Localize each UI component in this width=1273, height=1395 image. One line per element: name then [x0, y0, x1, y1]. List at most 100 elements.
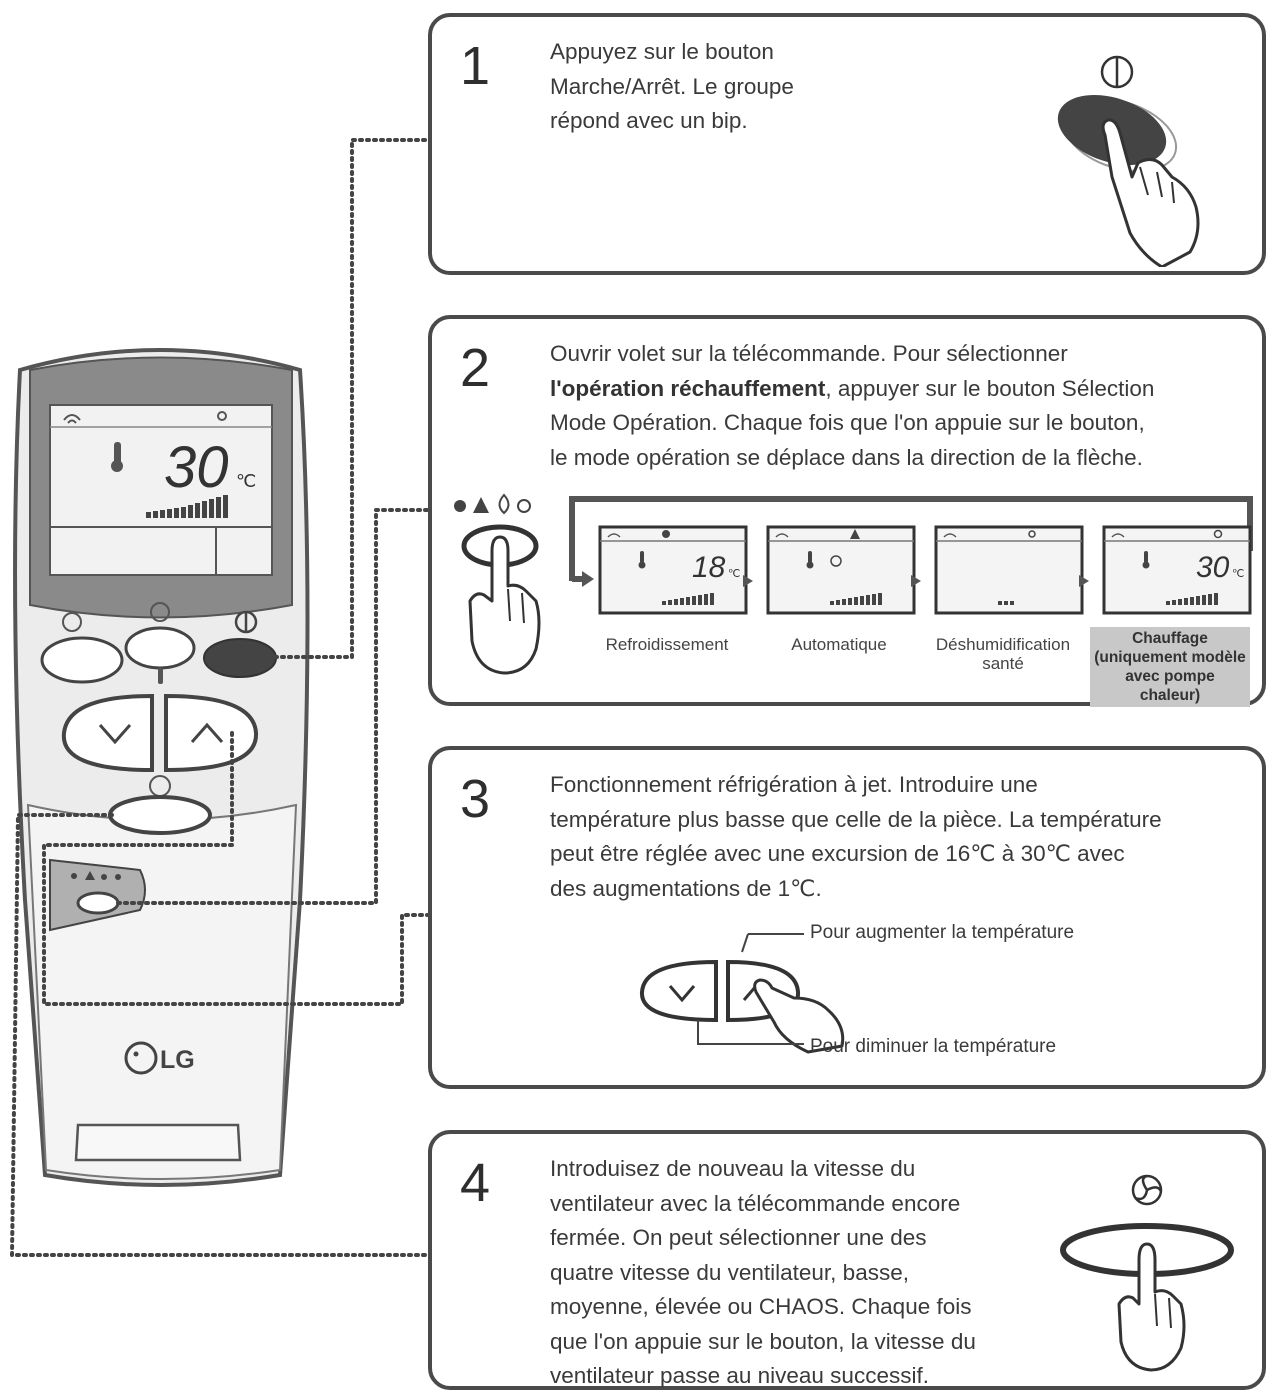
- step-text-line: fermée. On peut sélectionner une des: [550, 1225, 927, 1250]
- step-text-line: peut être réglée avec une excursion de 1…: [550, 841, 1125, 866]
- signal-icon: [607, 533, 621, 538]
- fan-level-bar: [848, 598, 852, 605]
- jet-icon: [150, 602, 170, 622]
- callout-decrease: Pour diminuer la température: [810, 1036, 1057, 1057]
- mode-lcd-temperature: 30: [1196, 551, 1230, 584]
- fan-level-bar: [1004, 601, 1008, 605]
- callout-increase: Pour augmenter la température: [810, 922, 1075, 943]
- thermometer-icon: [808, 551, 812, 563]
- step-text-rest: , appuyer sur le bouton Sélection: [825, 375, 1155, 401]
- mode-icons: [454, 493, 531, 515]
- fan-level-bar: [1190, 597, 1194, 605]
- mode-label-line: santé: [982, 654, 1024, 673]
- fan-level-bar: [860, 596, 864, 605]
- mode-lcd-unit: ℃: [728, 568, 740, 580]
- fan-level-bar: [1208, 594, 1212, 605]
- fan-level-bar: [1010, 601, 1014, 605]
- fan-level-bar: [1202, 595, 1206, 605]
- swing-button[interactable]: [40, 636, 124, 684]
- step-text-line: Appuyez sur le bouton: [550, 39, 774, 64]
- hand-icon: [753, 978, 845, 1054]
- bold-phrase: l'opération réchauffement: [550, 375, 826, 401]
- fan-level-bar: [842, 599, 846, 605]
- fan-level-bar: [674, 599, 678, 605]
- mode-label-line: Automatique: [791, 635, 887, 654]
- hand-icon: [1101, 118, 1200, 267]
- step-instructions: Ouvrir volet sur la télécommande. Pour s…: [550, 337, 1154, 475]
- step-instructions: Introduisez de nouveau la vitesse du ven…: [550, 1152, 976, 1394]
- mode-label-auto: Automatique: [764, 635, 914, 654]
- thermometer-icon: [640, 551, 644, 563]
- mode-lcd-frame: [934, 525, 1084, 615]
- fan-level-bar: [692, 596, 696, 605]
- fan-level-bar: [866, 595, 870, 605]
- step-text-line: moyenne, élevée ou CHAOS. Chaque fois: [550, 1294, 972, 1319]
- snowflake-icon: [662, 530, 670, 538]
- fan-icon: [1131, 1174, 1163, 1206]
- fan-level-bar: [686, 597, 690, 605]
- step-text-line: que l'on appuie sur le bouton, la vitess…: [550, 1328, 976, 1354]
- temp-down-button: [640, 959, 718, 1023]
- step-number: 4: [460, 1153, 491, 1213]
- hand-icon: [468, 535, 541, 675]
- remote-control: 30 ℃: [13, 348, 310, 1187]
- thermometer-bulb: [638, 561, 646, 569]
- step-text-line: Introduisez de nouveau la vitesse du: [550, 1156, 916, 1181]
- step-text-line: le mode opération se déplace dans la dir…: [550, 444, 1143, 470]
- thermometer-icon: [1144, 551, 1148, 563]
- mode-lcd-unit: ℃: [1232, 568, 1244, 580]
- step-text-line: Fonctionnement réfrigération à jet. Intr…: [550, 772, 1038, 797]
- fan-level-bar: [668, 600, 672, 605]
- step-text-line: ventilateur avec la télécommande encore: [550, 1190, 961, 1216]
- step-instructions: Fonctionnement réfrigération à jet. Intr…: [550, 768, 1162, 906]
- fan-level-bar: [1172, 600, 1176, 605]
- step-number: 1: [460, 36, 491, 96]
- step-text-line: Ouvrir volet sur la télécommande. Pour s…: [550, 341, 1068, 366]
- step-text-line: température plus basse que celle de la p…: [550, 806, 1162, 832]
- mode-label-line: avec pompe chaleur): [1125, 668, 1215, 704]
- step-number: 2: [460, 338, 491, 398]
- swing-icon: [62, 612, 82, 632]
- mode-lcd-temperature: 18: [692, 551, 726, 584]
- mode-lcd-2: [766, 525, 916, 615]
- fan-level-bar: [704, 594, 708, 605]
- remote-lcd-temperature: 30: [164, 435, 229, 500]
- step-number: 3: [460, 769, 491, 829]
- fan-level-bar: [998, 601, 1002, 605]
- step-3-panel: 3 Fonctionnement réfrigération à jet. In…: [428, 746, 1266, 1089]
- mode-label-line: (uniquement modèle: [1094, 649, 1246, 666]
- remote-lcd-unit: ℃: [236, 471, 256, 491]
- step-instructions: Appuyez sur le bouton Marche/Arrêt. Le g…: [550, 35, 794, 139]
- lg-logo-icon: [124, 1041, 158, 1075]
- fan-button-press-illustration: [1060, 1174, 1234, 1372]
- step-1-panel: 1 Appuyez sur le bouton Marche/Arrêt. Le…: [428, 13, 1266, 275]
- mode-label-line: Refroidissement: [605, 635, 729, 654]
- step-text-line: des augmentations de 1℃.: [550, 875, 822, 901]
- power-icon: [234, 610, 258, 634]
- connector-lines: [9, 138, 430, 1257]
- step-text-line: répond avec un bip.: [550, 108, 748, 133]
- mode-lcd-frame: [766, 525, 916, 615]
- step-text-line: l'opération réchauffement, appuyer sur l…: [550, 372, 1154, 407]
- mode-icons-small: [71, 871, 121, 880]
- mode-label-line: Déshumidification: [935, 635, 1071, 654]
- step-4-panel: 4 Introduisez de nouveau la vitesse du v…: [428, 1130, 1266, 1390]
- fan-level-bar: [662, 601, 666, 605]
- mode-button-press-illustration: [454, 493, 541, 675]
- fan-level-bar: [1178, 599, 1182, 605]
- brand-logo: LG: [160, 1046, 195, 1074]
- fan-level-bar: [1196, 596, 1200, 605]
- mode-label-line: Chauffage: [1132, 630, 1208, 647]
- fan-level-bar: [830, 601, 834, 605]
- power-button-press-illustration: [1057, 55, 1200, 267]
- mode-lcd-3: [934, 525, 1084, 615]
- thermometer-bulb: [806, 561, 814, 569]
- fan-level-bar: [710, 593, 714, 605]
- mode-label-dehumidification: Déshumidification santé: [920, 635, 1086, 673]
- mode-lcd-1: 18℃: [598, 525, 748, 615]
- temp-up-button[interactable]: [164, 693, 259, 773]
- temperature-buttons-illustration: [640, 933, 845, 1054]
- fan-level-bar: [872, 594, 876, 605]
